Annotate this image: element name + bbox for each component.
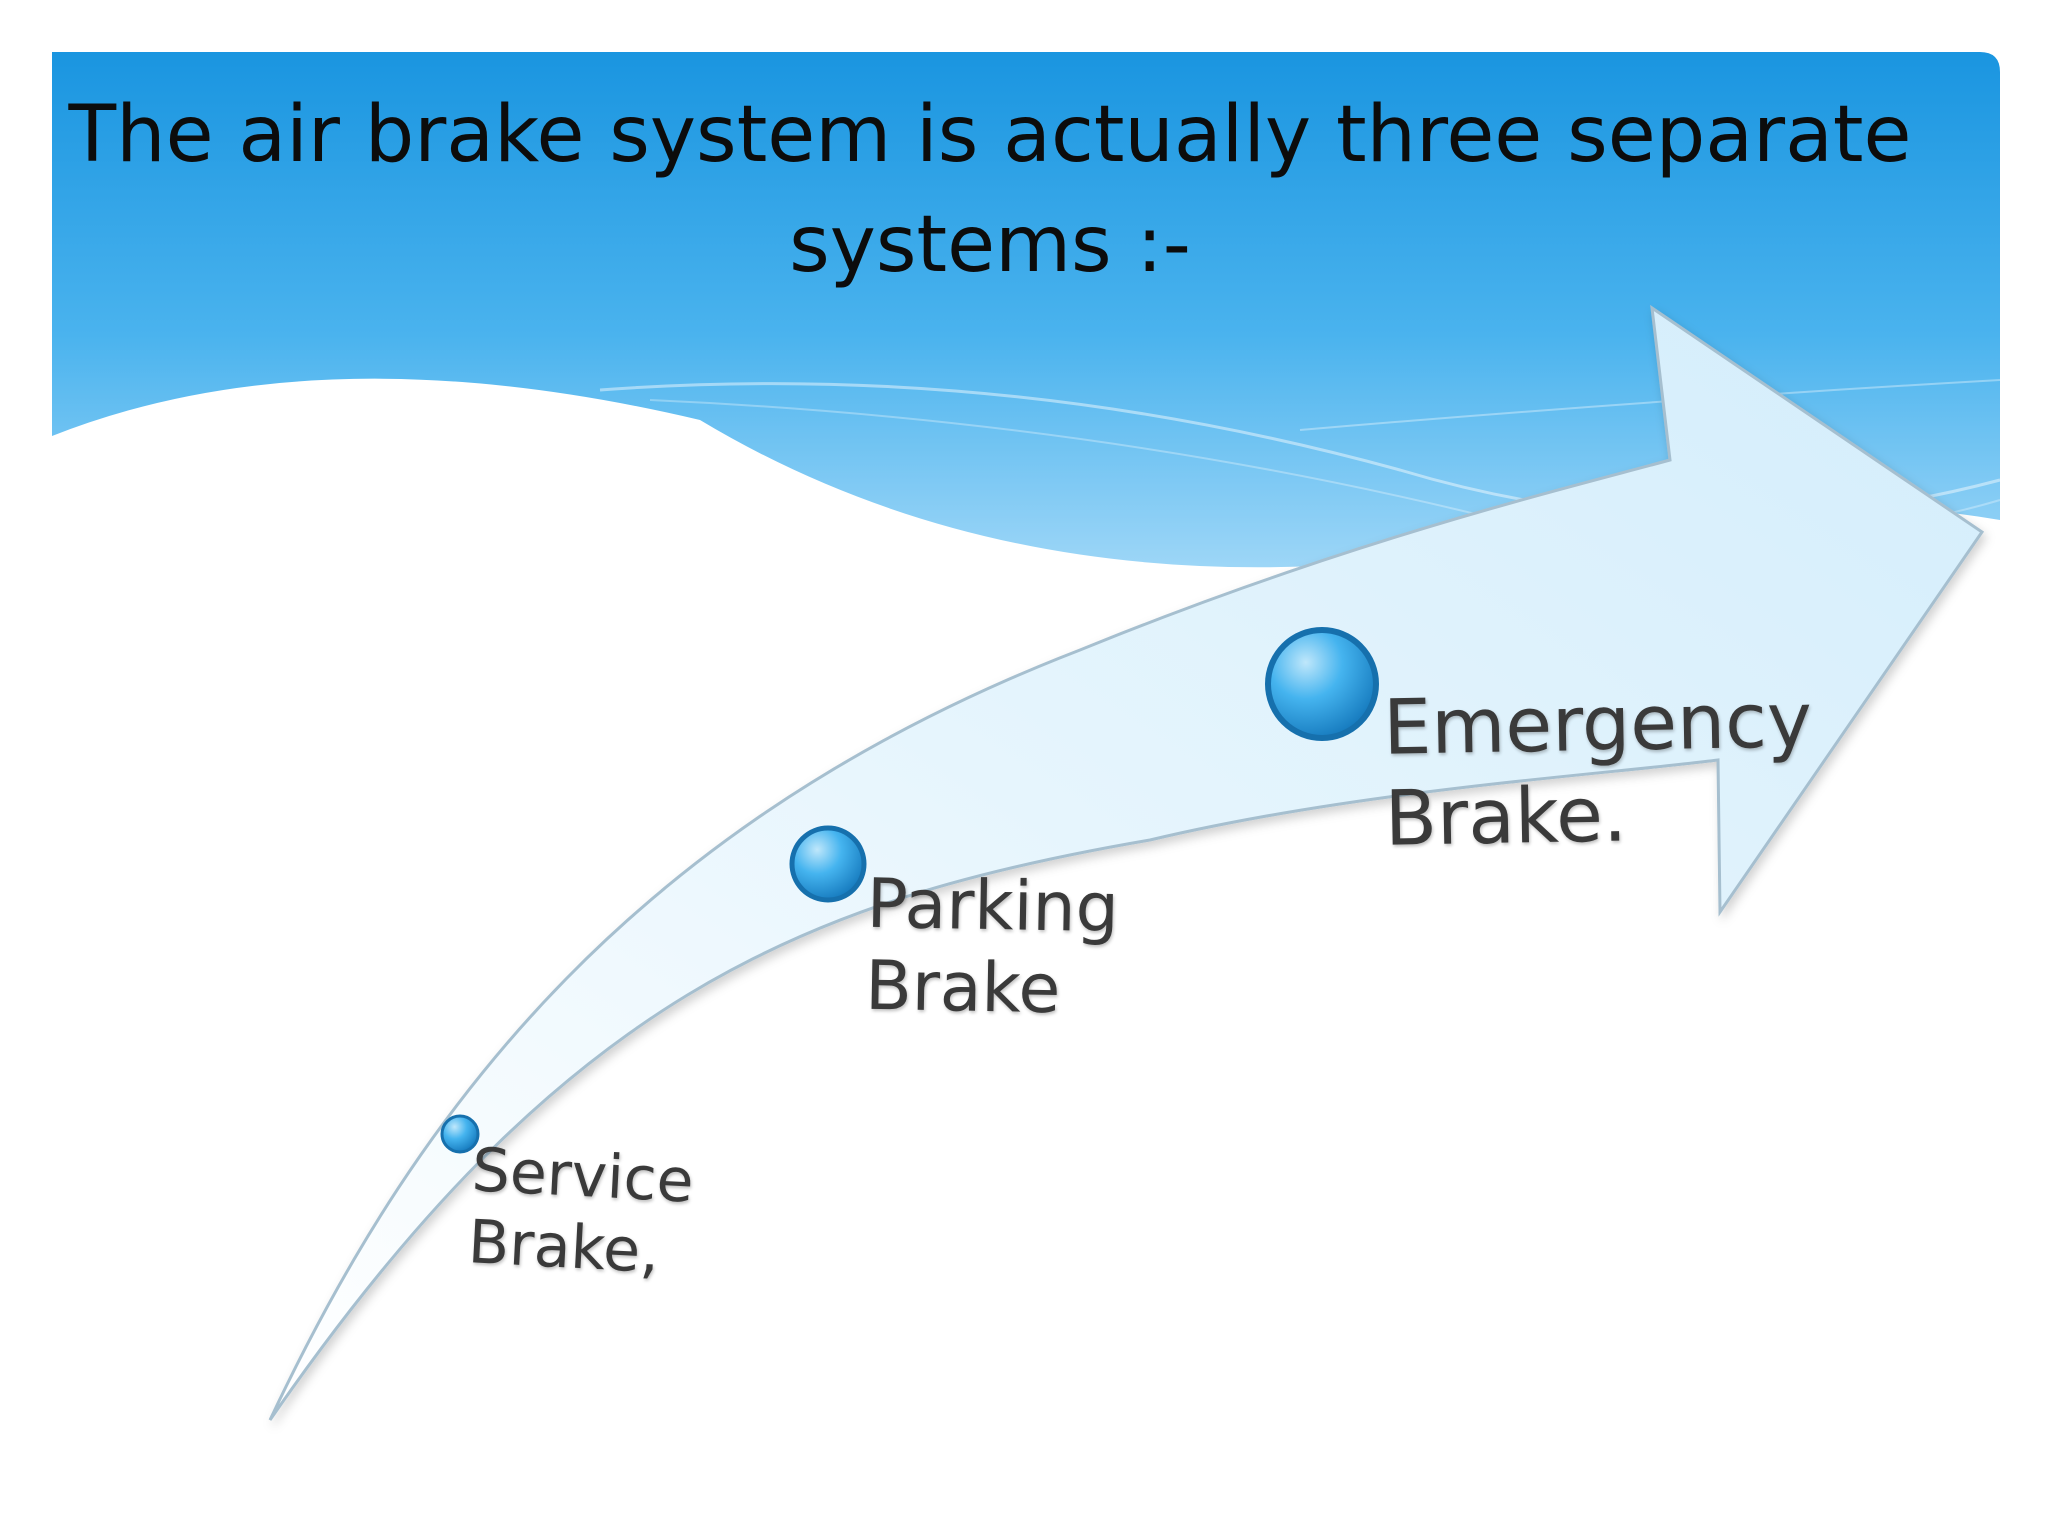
step-label-service-brake: Service Brake, — [466, 1134, 695, 1289]
title-line-2: systems :- — [789, 200, 1191, 290]
banner-shape — [52, 52, 2000, 568]
slide-title: The air brake system is actually three s… — [60, 80, 1920, 300]
node-service — [440, 1114, 480, 1154]
step-label-parking-brake: Parking Brake — [865, 864, 1120, 1032]
node-emergency — [1265, 627, 1379, 741]
step-label-emergency-brake: Emergency Brake. — [1382, 674, 1814, 864]
step-label-line: Parking — [866, 864, 1120, 949]
banner-wave-highlight-3 — [1299, 379, 2001, 431]
arrow-body — [268, 304, 1985, 1421]
title-line-1: The air brake system is actually three s… — [68, 90, 1912, 180]
step-label-line: Emergency — [1382, 675, 1813, 772]
step-label-line: Service — [470, 1135, 696, 1217]
step-label-line: Brake — [864, 946, 1062, 1029]
node-parking — [789, 825, 867, 903]
step-label-line: Brake. — [1384, 769, 1628, 863]
step-label-line: Brake, — [466, 1207, 662, 1288]
